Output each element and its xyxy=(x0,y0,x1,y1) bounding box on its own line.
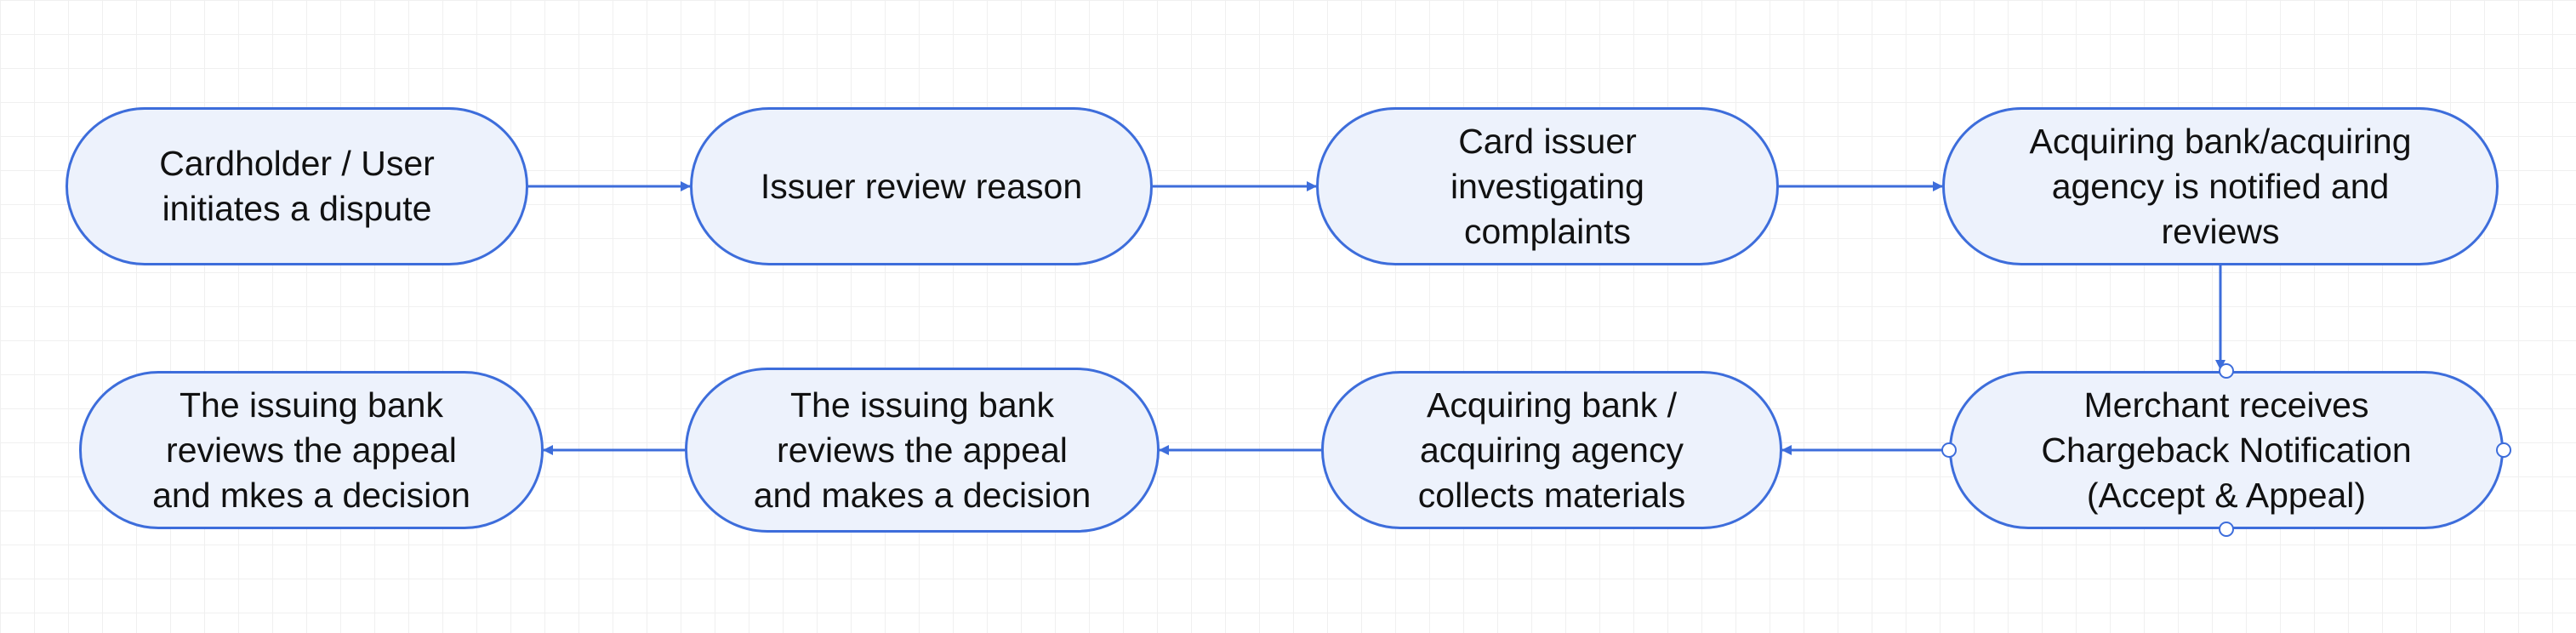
connection-handle-right[interactable] xyxy=(2496,442,2511,458)
step-acquiring-bank-notified[interactable]: Acquiring bank/acquiring agency is notif… xyxy=(1942,107,2499,265)
step-label: Cardholder / User initiates a dispute xyxy=(159,144,435,228)
connection-handle-left[interactable] xyxy=(1941,442,1957,458)
step-issuing-bank-final-decision[interactable]: The issuing bank reviews the appeal and … xyxy=(79,371,544,529)
step-acquiring-bank-collects-materials[interactable]: Acquiring bank / acquiring agency collec… xyxy=(1321,371,1782,529)
step-cardholder-initiates-dispute[interactable]: Cardholder / User initiates a dispute xyxy=(66,107,528,265)
connection-handle-bottom[interactable] xyxy=(2219,522,2234,537)
step-issuer-review-reason[interactable]: Issuer review reason xyxy=(690,107,1153,265)
step-merchant-receives-chargeback[interactable]: Merchant receives Chargeback Notificatio… xyxy=(1949,371,2504,529)
step-label: Issuer review reason xyxy=(760,166,1083,206)
step-label: Acquiring bank / acquiring agency collec… xyxy=(1417,385,1686,515)
connection-handle-top[interactable] xyxy=(2219,363,2234,379)
step-label: The issuing bank reviews the appeal and … xyxy=(753,385,1091,515)
step-label: Card issuer investigating complaints xyxy=(1450,121,1644,251)
step-label: Merchant receives Chargeback Notificatio… xyxy=(2041,385,2412,515)
step-label: The issuing bank reviews the appeal and … xyxy=(152,385,470,515)
step-card-issuer-investigating[interactable]: Card issuer investigating complaints xyxy=(1316,107,1779,265)
step-label: Acquiring bank/acquiring agency is notif… xyxy=(2029,121,2412,251)
step-issuing-bank-reviews-appeal[interactable]: The issuing bank reviews the appeal and … xyxy=(685,368,1160,533)
